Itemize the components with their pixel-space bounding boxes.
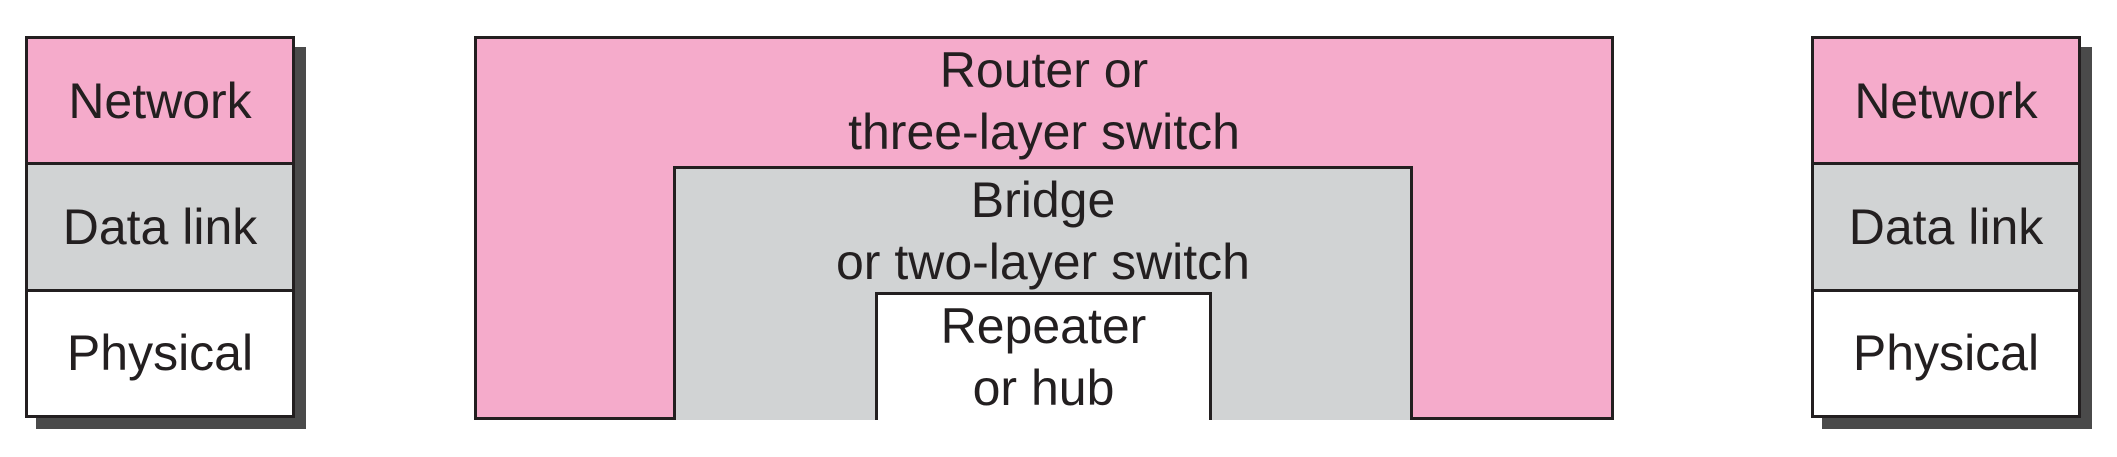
left-network-layer: Network	[28, 39, 292, 163]
bridge-label: Bridge or two-layer switch	[676, 169, 1410, 293]
router-label: Router or three-layer switch	[477, 39, 1611, 163]
repeater-label-line-2: or hub	[972, 360, 1115, 416]
right-physical-layer: Physical	[1814, 288, 2078, 415]
left-data-link-layer: Data link	[28, 162, 292, 289]
router-label-line-2: three-layer switch	[848, 104, 1240, 160]
repeater-label-line-1: Repeater	[940, 298, 1147, 354]
right-layer-stack: Network Data link Physical	[1811, 36, 2081, 418]
bridge-label-line-1: Bridge	[970, 172, 1116, 228]
left-physical-layer: Physical	[28, 288, 292, 415]
bridge-label-line-2: or two-layer switch	[836, 234, 1250, 290]
repeater-box: Repeater or hub	[875, 292, 1212, 420]
router-label-line-1: Router or	[939, 42, 1149, 98]
right-network-layer: Network	[1814, 39, 2078, 163]
right-data-link-layer: Data link	[1814, 162, 2078, 289]
repeater-label: Repeater or hub	[878, 295, 1209, 419]
left-layer-stack: Network Data link Physical	[25, 36, 295, 418]
